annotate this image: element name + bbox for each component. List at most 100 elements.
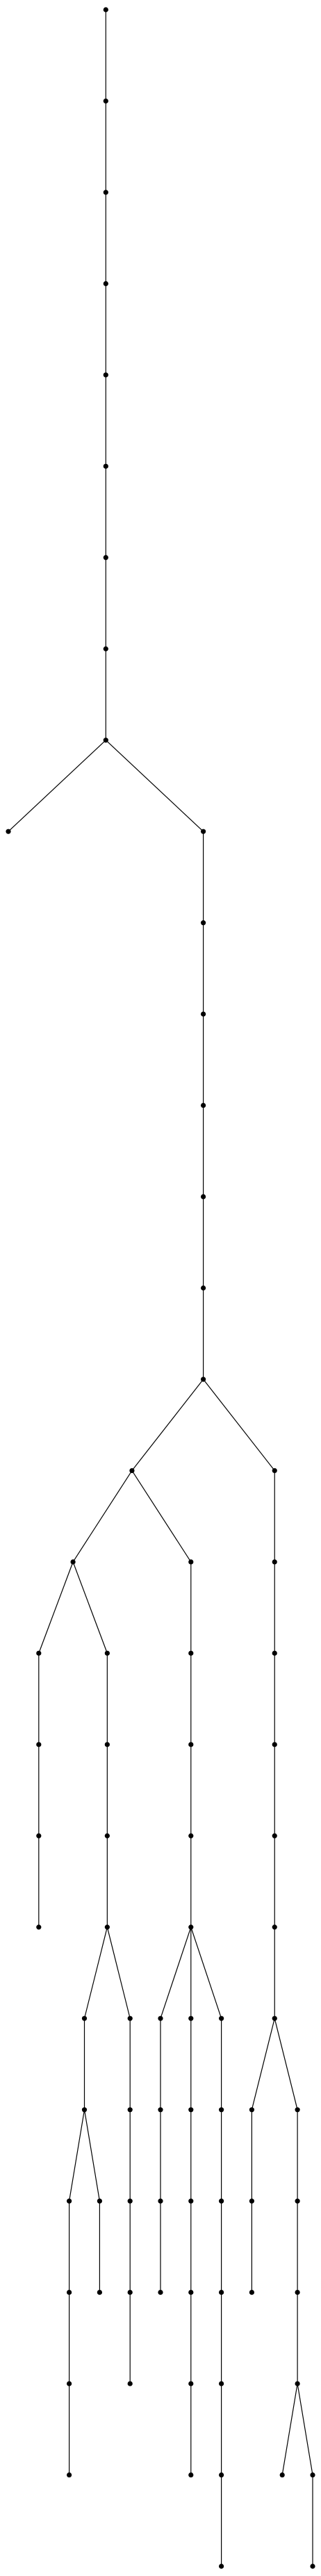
tree-node xyxy=(200,920,206,926)
tree-edge xyxy=(83,2109,100,2202)
tree-edge xyxy=(131,1470,192,1563)
tree-edge xyxy=(203,1379,275,1471)
tree-node xyxy=(188,1559,194,1565)
tree-node xyxy=(200,1011,206,1017)
tree-node xyxy=(272,1742,277,1747)
tree-node xyxy=(188,2016,194,2021)
tree-node xyxy=(67,2472,72,2478)
tree-nodes xyxy=(6,7,315,2569)
tree-node xyxy=(295,2381,300,2386)
tree-edge xyxy=(8,740,106,832)
tree-node xyxy=(219,2198,224,2204)
tree-node xyxy=(36,1925,42,1930)
tree-node xyxy=(219,2290,224,2295)
tree-node xyxy=(127,2107,133,2113)
tree-edge xyxy=(160,1927,192,2019)
tree-edge xyxy=(72,1470,133,1563)
tree-node xyxy=(103,463,108,469)
tree-node xyxy=(219,2563,224,2569)
tree-node xyxy=(272,1559,277,1565)
tree-edge xyxy=(83,1927,108,2019)
tree-edges xyxy=(8,10,313,2566)
tree-node xyxy=(97,2198,102,2204)
tree-node xyxy=(127,2016,133,2021)
tree-edge xyxy=(106,1927,131,2019)
tree-node xyxy=(158,2198,163,2204)
tree-node xyxy=(279,2472,285,2478)
tree-node xyxy=(200,1377,206,1382)
tree-node xyxy=(188,1650,194,1656)
tree-node xyxy=(127,2290,133,2295)
tree-edge xyxy=(297,2383,313,2475)
tree-node xyxy=(188,2381,194,2386)
tree-node xyxy=(36,1742,42,1747)
tree-node xyxy=(97,2290,102,2295)
tree-node xyxy=(249,2198,254,2204)
tree-node xyxy=(103,738,108,743)
tree-node xyxy=(103,372,108,378)
tree-node xyxy=(200,829,206,834)
tree-node xyxy=(104,1833,110,1838)
tree-node xyxy=(70,1559,76,1565)
tree-edge xyxy=(131,1379,204,1471)
tree-node xyxy=(272,1833,277,1838)
tree-node xyxy=(272,1650,277,1656)
tree-node xyxy=(188,2290,194,2295)
tree-node xyxy=(36,1650,42,1656)
tree-node xyxy=(81,2107,88,2113)
tree-node xyxy=(295,2290,300,2295)
tree-node xyxy=(188,2472,194,2478)
tree-node xyxy=(129,1468,135,1474)
tree-node xyxy=(104,1925,110,1930)
tree-edge xyxy=(72,1561,108,1654)
tree-node xyxy=(127,2381,133,2386)
tree-node xyxy=(200,1102,206,1108)
tree-node xyxy=(188,2107,194,2113)
tree-node xyxy=(310,2472,315,2478)
tree-node xyxy=(219,2107,224,2113)
tree-node xyxy=(272,1925,277,1930)
tree-edge xyxy=(281,2383,298,2475)
tree-node xyxy=(36,1833,42,1838)
tree-node xyxy=(272,2016,277,2021)
tree-node xyxy=(67,2290,72,2295)
tree-node xyxy=(249,2290,254,2295)
tree-node xyxy=(103,281,108,286)
tree-node xyxy=(67,2381,72,2386)
tree-node xyxy=(310,2563,315,2569)
tree-edge xyxy=(274,2018,298,2110)
tree-node xyxy=(219,2016,224,2021)
tree-edge xyxy=(105,740,204,832)
tree-node xyxy=(103,646,108,651)
tree-node xyxy=(158,2107,163,2113)
tree-node xyxy=(200,1285,206,1291)
tree-edge xyxy=(190,1927,222,2019)
tree-node xyxy=(219,2381,224,2386)
tree-node xyxy=(272,1468,277,1474)
tree-edge xyxy=(38,1561,74,1654)
tree-node xyxy=(104,1742,110,1747)
tree-node xyxy=(158,2290,163,2295)
tree-node xyxy=(104,1650,110,1656)
tree-node xyxy=(295,2198,300,2204)
tree-node xyxy=(188,1925,194,1930)
tree-node xyxy=(81,2016,88,2021)
tree-node xyxy=(127,2198,133,2204)
tree-node xyxy=(188,1833,194,1838)
tree-node xyxy=(219,2472,224,2478)
tree-node xyxy=(249,2107,254,2113)
tree-edge xyxy=(251,2018,275,2110)
tree-node xyxy=(103,98,108,104)
tree-node xyxy=(188,1742,194,1747)
tree-node xyxy=(158,2016,163,2021)
tree-node xyxy=(188,2198,194,2204)
tree-edge xyxy=(69,2109,85,2202)
tree-node xyxy=(6,829,11,834)
tree-node xyxy=(200,1194,206,1199)
tree-node xyxy=(295,2107,300,2113)
tree-root-node xyxy=(103,7,108,13)
tree-node xyxy=(103,190,108,195)
tree-node xyxy=(103,555,108,560)
tree-node xyxy=(67,2198,72,2204)
